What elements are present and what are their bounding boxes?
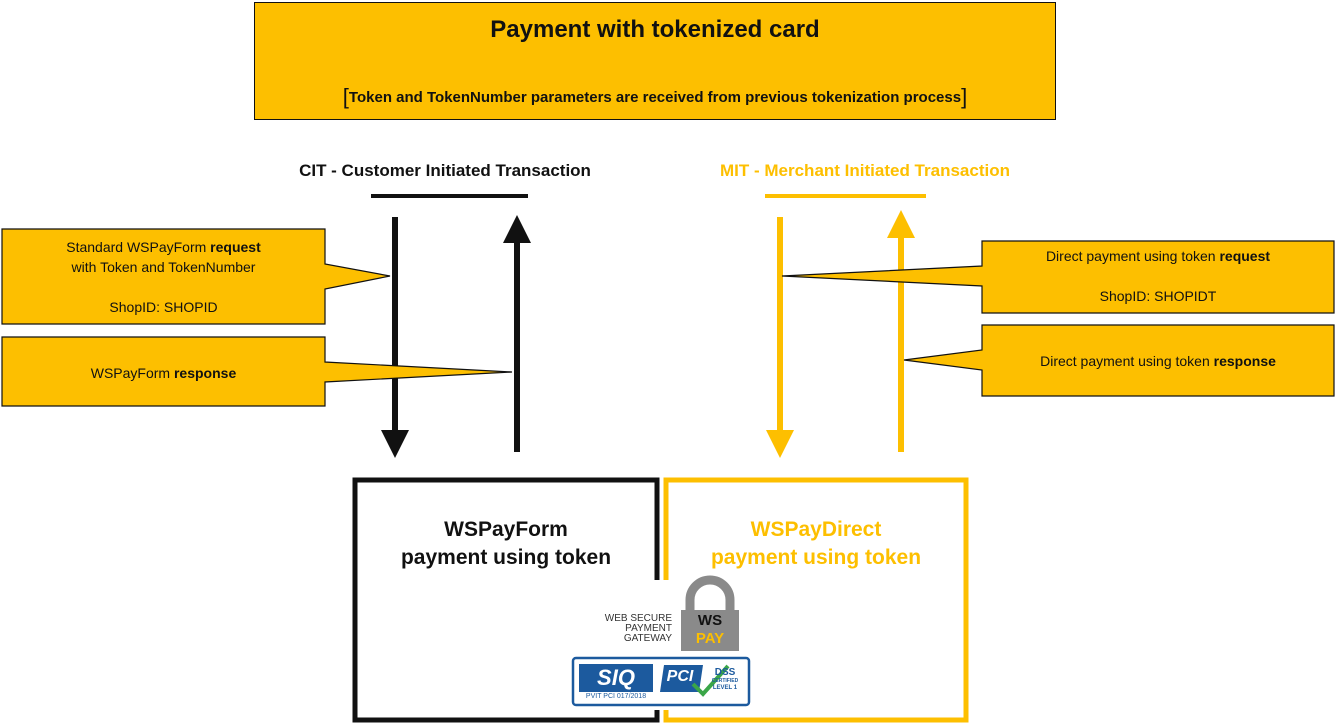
wspay-logo: [681, 575, 739, 651]
cit-request-callout: [1, 228, 391, 325]
wspaydirect-label: WSPayDirect payment using token: [710, 518, 922, 569]
mit-response-text: Direct payment using token response: [1040, 353, 1276, 369]
wspay-mark-text: WS PAY: [695, 612, 725, 647]
siq-text: SIQ: [597, 665, 635, 690]
cit-response-text: WSPayForm response: [90, 365, 237, 381]
mit-request-arrowhead: [766, 430, 794, 458]
mit-request-text: Direct payment using token request ShopI…: [1045, 248, 1271, 304]
wspay-tagline: WEB SECURE PAYMENT GATEWAY: [604, 613, 672, 644]
pci-text: PCI: [666, 668, 694, 685]
diagram-title: Payment with tokenized card: [490, 16, 820, 43]
siq-caption: PVIT PCI 017/2018: [585, 693, 647, 700]
cit-response-callout: [1, 336, 513, 407]
mit-response-callout: [903, 324, 1335, 397]
cit-heading: CIT - Customer Initiated Transaction: [299, 161, 591, 180]
mit-heading: MIT - Merchant Initiated Transaction: [720, 161, 1010, 180]
pci-logo: [660, 664, 730, 697]
cit-response-arrowhead: [503, 215, 531, 243]
wspayform-label: WSPayForm payment using token: [400, 518, 612, 569]
mit-request-callout: [781, 240, 1335, 314]
dss-text: DSS CERTIFIED LEVEL 1: [711, 667, 739, 692]
cit-request-arrowhead: [381, 430, 409, 458]
mit-response-arrowhead: [887, 210, 915, 238]
diagram-subtitle: [Token and TokenNumber parameters are re…: [342, 84, 968, 109]
cit-request-text: Standard WSPayForm request with Token an…: [66, 239, 261, 315]
title-box: [254, 2, 1056, 120]
